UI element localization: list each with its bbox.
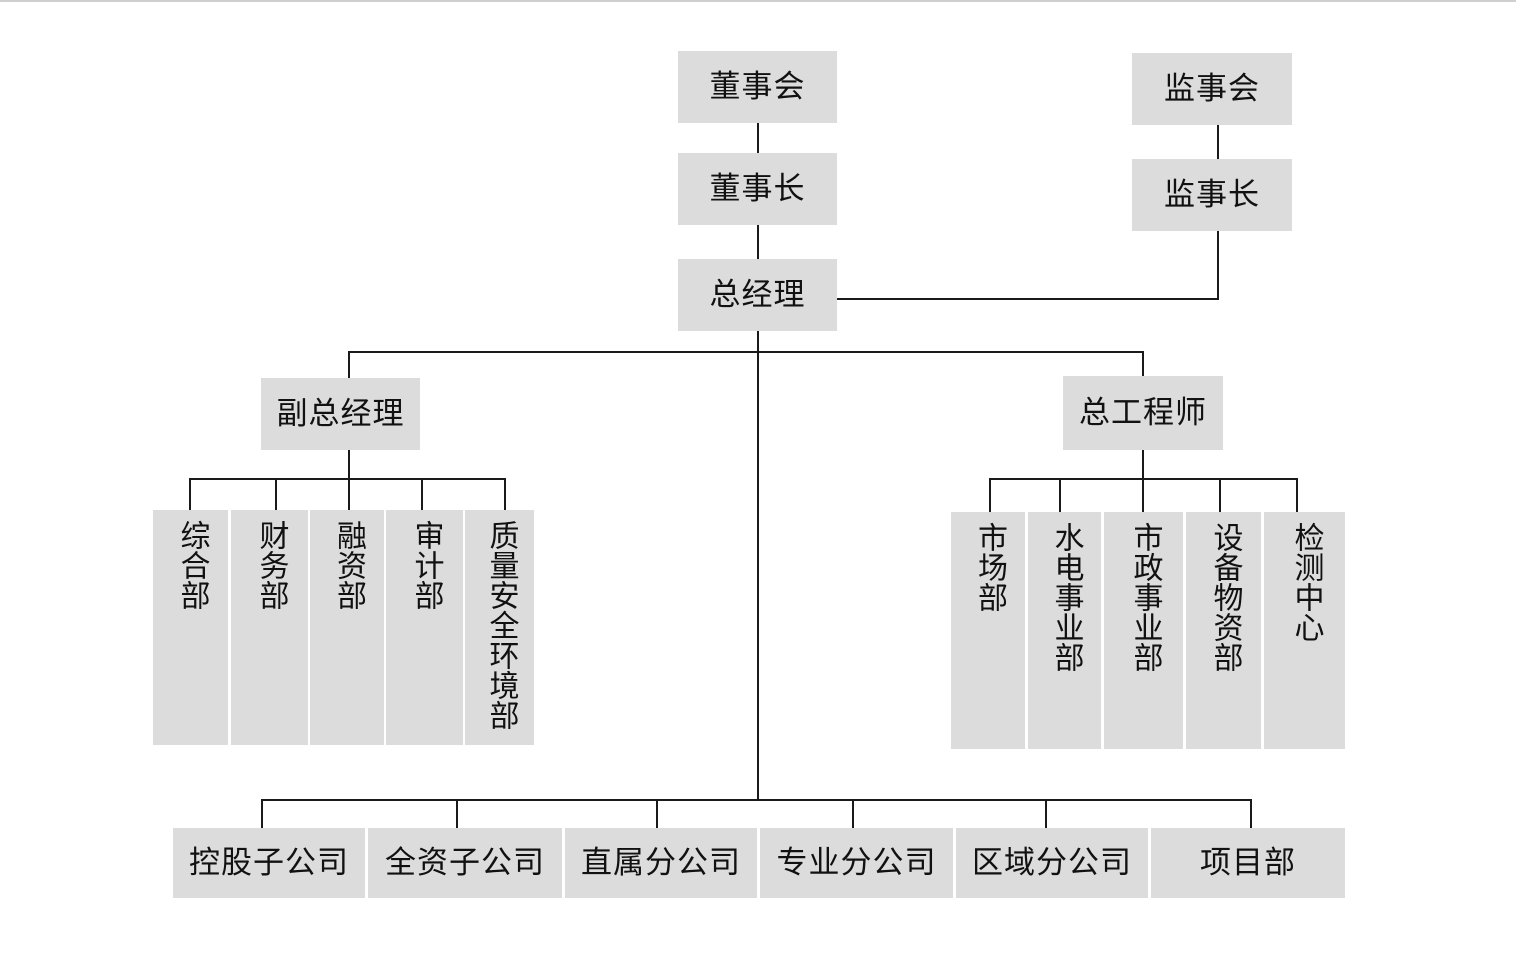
dept-financing: 融资部 (310, 510, 384, 745)
dept-label: 融资部 (331, 520, 366, 610)
supervisory-board-node: 监事会 (1132, 53, 1292, 125)
dept-testing-center: 检测中心 (1264, 512, 1345, 749)
dept-label: 质量安全环境部 (483, 520, 519, 730)
dept-equipment-materials: 设备物资部 (1186, 512, 1261, 749)
general-manager-node: 总经理 (678, 259, 837, 331)
general-manager-label: 总经理 (709, 276, 806, 313)
supervisory-board-label: 监事会 (1164, 70, 1260, 107)
board-label: 董事会 (709, 68, 806, 105)
dept-label: 财务部 (253, 520, 289, 610)
dept-hydropower: 水电事业部 (1028, 512, 1101, 749)
sub-direct-branch: 直属分公司 (565, 828, 757, 898)
sub-label: 专业分公司 (776, 844, 937, 881)
dept-audit: 审计部 (386, 510, 463, 745)
sub-regional-branch: 区域分公司 (956, 828, 1148, 898)
dept-label: 综合部 (174, 520, 210, 610)
dept-market: 市场部 (951, 512, 1025, 749)
sub-label: 项目部 (1200, 844, 1296, 881)
sub-specialized-branch: 专业分公司 (760, 828, 953, 898)
chairman-node: 董事长 (678, 153, 837, 225)
supervisory-chair-label: 监事长 (1164, 176, 1260, 213)
dept-label: 设备物资部 (1207, 522, 1243, 672)
chairman-label: 董事长 (709, 170, 806, 207)
sub-label: 直属分公司 (581, 844, 741, 881)
deputy-gm-node: 副总经理 (261, 378, 420, 450)
sub-holding-subsidiary: 控股子公司 (173, 828, 365, 898)
dept-label: 市政事业部 (1127, 522, 1163, 672)
board-node: 董事会 (678, 51, 837, 123)
top-divider (0, 0, 1516, 2)
sub-project-department: 项目部 (1151, 828, 1345, 898)
dept-municipal: 市政事业部 (1104, 512, 1183, 749)
supervisory-chair-node: 监事长 (1132, 159, 1292, 231)
dept-quality-safety-environment: 质量安全环境部 (465, 510, 534, 745)
dept-label: 市场部 (972, 522, 1007, 612)
dept-general-affairs: 综合部 (153, 510, 228, 745)
dept-label: 审计部 (408, 520, 444, 610)
sub-label: 区域分公司 (972, 844, 1132, 881)
sub-wholly-owned-subsidiary: 全资子公司 (368, 828, 562, 898)
chief-engineer-label: 总工程师 (1079, 394, 1207, 431)
sub-label: 全资子公司 (385, 844, 545, 881)
sub-label: 控股子公司 (189, 844, 349, 881)
dept-label: 检测中心 (1288, 522, 1324, 642)
dept-label: 水电事业部 (1048, 522, 1084, 672)
dept-finance: 财务部 (231, 510, 308, 745)
chief-engineer-node: 总工程师 (1063, 376, 1223, 450)
deputy-gm-label: 副总经理 (276, 395, 405, 432)
